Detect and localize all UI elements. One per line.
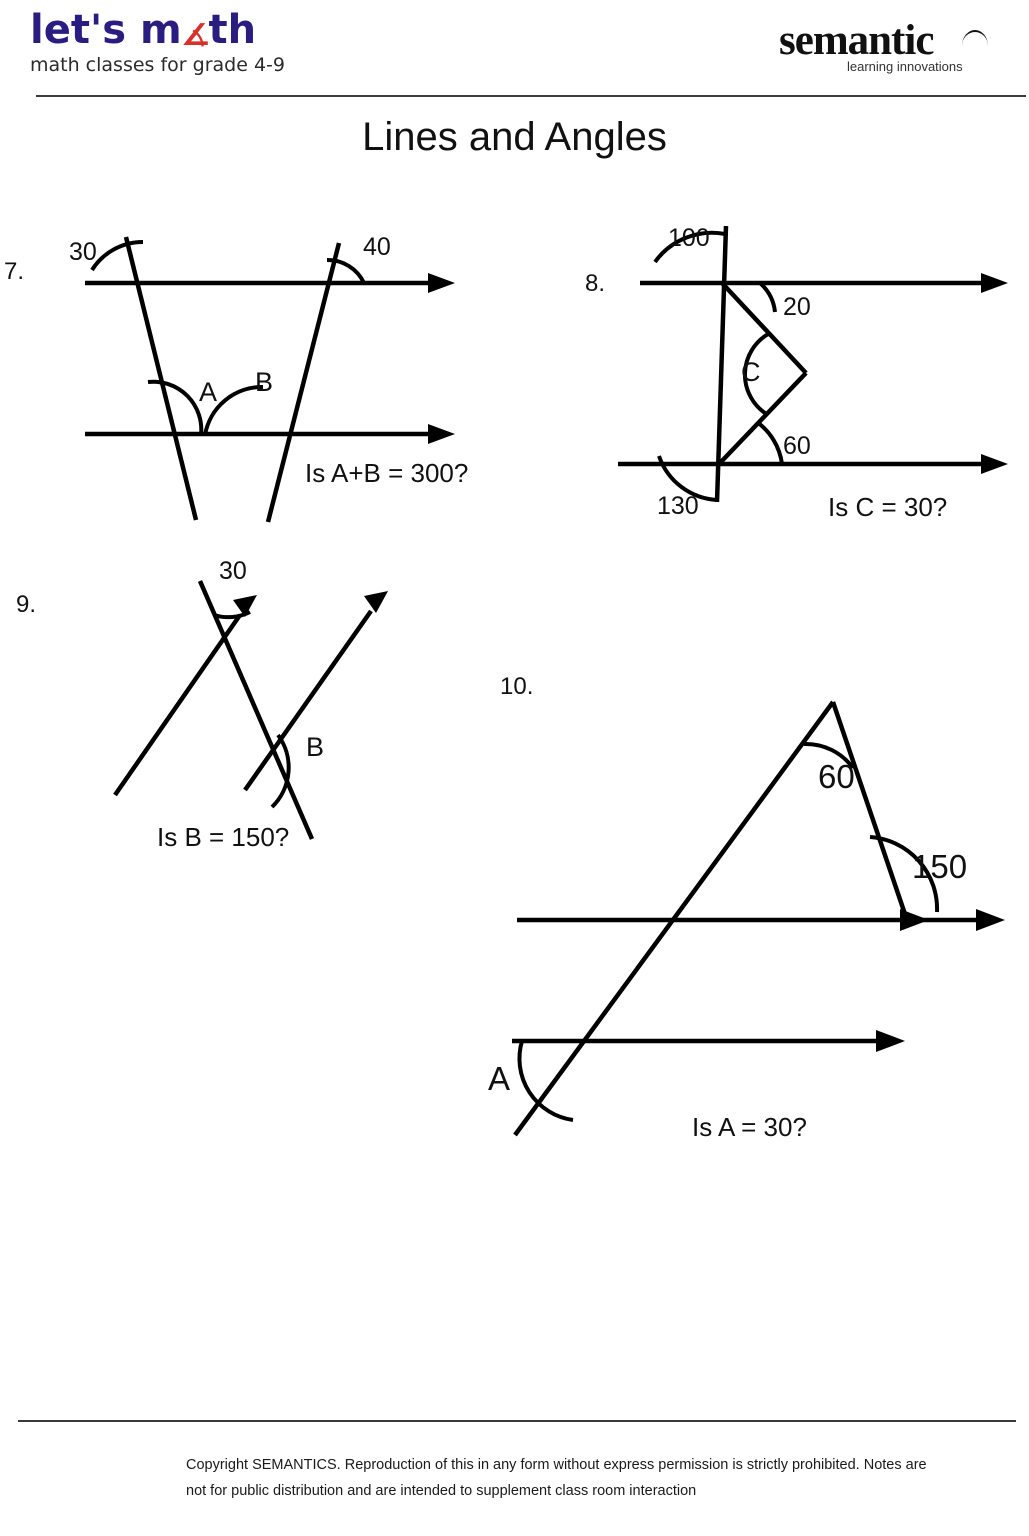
- page-title: Lines and Angles: [362, 115, 667, 159]
- problem-7-question: Is A+B = 300?: [305, 458, 469, 488]
- problem-8-label-bottom-angle: 130: [657, 492, 699, 520]
- problem-10-question: Is A = 30?: [692, 1112, 807, 1142]
- problem-8-question: Is C = 30?: [828, 492, 948, 522]
- semantic-arc-icon: [962, 30, 988, 46]
- lets-math-logo: let's m∡th math classes for grade 4-9: [30, 8, 370, 88]
- problem-8-label-lower-angle: 60: [783, 432, 811, 460]
- problem-10-label-apex-angle: 60: [818, 758, 855, 795]
- problem-10-label-A: A: [488, 1060, 511, 1097]
- header-divider: [36, 95, 1026, 97]
- problem-7-label-A: A: [199, 377, 218, 407]
- semantic-logo: semantic learning innovations: [779, 18, 1029, 88]
- problem-9-figure: [113, 580, 388, 840]
- footer-line-2: not for public distribution and are inte…: [186, 1483, 697, 1499]
- problem-7-label-right-angle: 40: [363, 233, 391, 261]
- problem-7-figure: [85, 236, 455, 523]
- problem-9-question: Is B = 150?: [157, 822, 290, 852]
- problem-10-number: 10.: [500, 673, 534, 700]
- problem-7-label-B: B: [255, 367, 274, 397]
- semantic-tagline: learning innovations: [847, 59, 963, 74]
- brand-tagline: math classes for grade 4-9: [30, 54, 285, 76]
- page-header: let's m∡th math classes for grade 4-9 se…: [0, 0, 1029, 100]
- problem-8-figure: [618, 225, 1008, 503]
- brand-wordmark-pre: let's m: [30, 7, 182, 53]
- brand-wordmark: let's m∡th: [30, 8, 370, 56]
- problem-8-label-top-angle: 100: [668, 224, 710, 252]
- problem-9-number: 9.: [16, 591, 37, 618]
- problem-7-label-left-angle: 30: [69, 238, 97, 266]
- brand-wordmark-post: th: [208, 7, 257, 53]
- problem-8-number: 8.: [585, 270, 606, 297]
- problem-8-label-upper-angle: 20: [783, 293, 811, 321]
- problem-7-number: 7.: [4, 258, 25, 285]
- footer-divider: [18, 1420, 1016, 1422]
- angle-icon: ∡: [180, 18, 210, 53]
- problem-9-label-B: B: [306, 732, 325, 762]
- problem-10-label-exterior-angle: 150: [912, 848, 968, 885]
- problem-10-figure: [512, 700, 1005, 1137]
- footer-line-1: Copyright SEMANTICS. Reproduction of thi…: [186, 1457, 927, 1473]
- copyright-footer: Copyright SEMANTICS. Reproduction of thi…: [186, 1452, 976, 1504]
- problem-8-label-C: C: [741, 357, 761, 387]
- semantic-wordmark: semantic: [779, 18, 934, 64]
- problem-9-label-top-angle: 30: [219, 557, 247, 585]
